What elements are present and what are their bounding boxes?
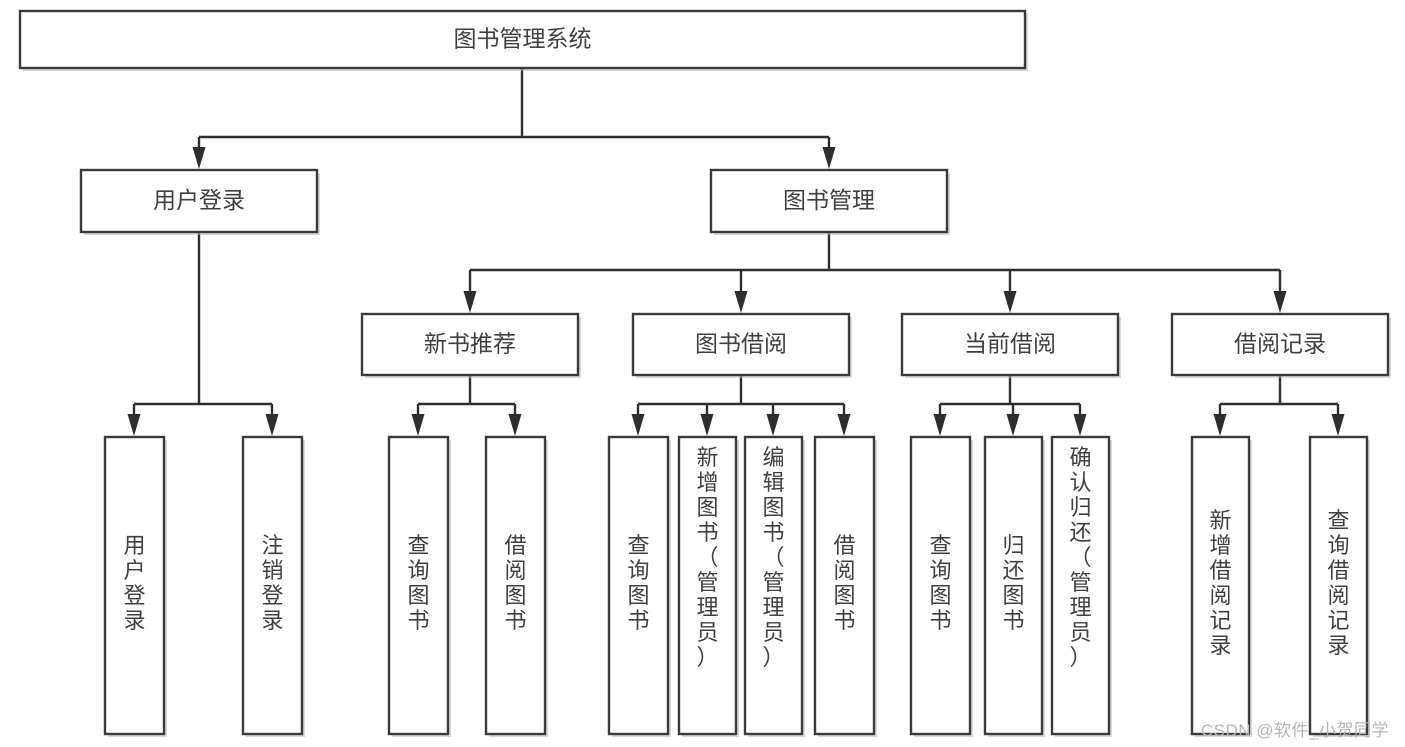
connector-record-to-leaves <box>1213 375 1345 436</box>
node-box[interactable] <box>709 168 949 234</box>
connector-level2-to-level3 <box>463 232 1287 313</box>
arrow-head-icon <box>1003 291 1017 313</box>
node-label: 查询借阅记录 <box>1327 508 1349 658</box>
arrow-head-icon <box>1273 291 1287 313</box>
node-label: 借阅图书 <box>833 533 855 633</box>
arrow-head-icon <box>1073 414 1087 436</box>
arrow-head-icon <box>1213 414 1227 436</box>
node-box[interactable] <box>18 9 1027 70</box>
connector-newbook-to-leaves <box>411 375 522 436</box>
node-leaf-图书借阅-借阅图书[interactable]: 借阅图书 <box>813 435 877 737</box>
csdn-watermark: CSDN @软件_小贺同学 <box>1200 721 1389 740</box>
node-leaf-当前借阅-确认归还（管理员）[interactable]: 确认归还（管理员） <box>1050 435 1112 737</box>
node-label: 新增借阅记录 <box>1209 508 1231 658</box>
node-l2-用户登录[interactable]: 用户登录 <box>79 168 320 235</box>
arrow-head-icon <box>463 291 477 313</box>
arrow-head-icon <box>734 291 748 313</box>
node-box[interactable] <box>983 435 1044 736</box>
node-label: 编辑图书（管理员） <box>762 445 784 670</box>
arrow-head-icon <box>933 414 947 436</box>
node-label: 图书借阅 <box>695 331 787 357</box>
arrow-head-icon <box>822 147 836 169</box>
node-label: 用户登录 <box>153 187 245 213</box>
node-l3-借阅记录[interactable]: 借阅记录 <box>1170 312 1391 378</box>
arrow-head-icon <box>192 147 206 169</box>
node-leaf-用户登录-用户登录[interactable]: 用户登录 <box>103 435 167 737</box>
node-box[interactable] <box>631 312 851 377</box>
node-l3-当前借阅[interactable]: 当前借阅 <box>900 312 1121 378</box>
node-leaf-当前借阅-归还图书[interactable]: 归还图书 <box>983 435 1045 737</box>
node-label: 查询图书 <box>627 533 649 633</box>
node-box[interactable] <box>1308 435 1369 736</box>
node-label: 新书推荐 <box>424 331 516 357</box>
node-label: 归还图书 <box>1002 533 1024 633</box>
node-l3-图书借阅[interactable]: 图书借阅 <box>631 312 852 378</box>
node-leaf-新书推荐-借阅图书[interactable]: 借阅图书 <box>484 435 548 737</box>
node-label: 查询图书 <box>929 533 951 633</box>
arrow-head-icon <box>631 414 645 436</box>
node-leaf-图书借阅-查询图书[interactable]: 查询图书 <box>607 435 671 737</box>
node-box[interactable] <box>813 435 876 736</box>
connector-current-to-leaves <box>933 375 1087 436</box>
node-leaf-图书借阅-新增图书（管理员）[interactable]: 新增图书（管理员） <box>677 435 739 737</box>
node-label: 当前借阅 <box>964 331 1056 357</box>
node-leaf-当前借阅-查询图书[interactable]: 查询图书 <box>909 435 973 737</box>
arrow-head-icon <box>837 414 851 436</box>
node-box[interactable] <box>677 435 738 736</box>
node-leaf-用户登录-注销登录[interactable]: 注销登录 <box>241 435 305 737</box>
node-label: 查询图书 <box>407 533 429 633</box>
node-leaf-借阅记录-查询借阅记录[interactable]: 查询借阅记录 <box>1308 435 1370 737</box>
node-leaf-借阅记录-新增借阅记录[interactable]: 新增借阅记录 <box>1190 435 1252 737</box>
arrow-head-icon <box>700 414 714 436</box>
node-box[interactable] <box>900 312 1120 377</box>
connector-root-to-level2 <box>192 68 836 169</box>
node-box[interactable] <box>1190 435 1251 736</box>
node-box[interactable] <box>79 168 319 234</box>
arrow-head-icon <box>411 414 425 436</box>
node-box[interactable] <box>607 435 670 736</box>
connector-layer <box>127 68 1345 436</box>
node-root-图书管理系统[interactable]: 图书管理系统 <box>18 9 1028 71</box>
node-box[interactable] <box>241 435 304 736</box>
node-label: 确认归还（管理员） <box>1069 445 1091 670</box>
node-l3-新书推荐[interactable]: 新书推荐 <box>360 312 581 378</box>
node-label: 图书管理系统 <box>454 26 592 52</box>
node-layer: 图书管理系统用户登录图书管理新书推荐图书借阅当前借阅借阅记录用户登录注销登录查询… <box>18 9 1391 737</box>
node-label: 注销登录 <box>261 533 283 633</box>
connector-login-to-leaves <box>127 232 279 436</box>
node-box[interactable] <box>484 435 547 736</box>
node-label: 借阅记录 <box>1234 331 1326 357</box>
node-label: 用户登录 <box>123 533 145 633</box>
node-box[interactable] <box>360 312 580 377</box>
arrow-head-icon <box>265 414 279 436</box>
node-label: 新增图书（管理员） <box>696 445 718 670</box>
node-box[interactable] <box>909 435 972 736</box>
arrow-head-icon <box>1006 414 1020 436</box>
node-leaf-图书借阅-编辑图书（管理员）[interactable]: 编辑图书（管理员） <box>743 435 805 737</box>
connector-borrow-to-leaves <box>631 375 851 436</box>
node-leaf-新书推荐-查询图书[interactable]: 查询图书 <box>387 435 451 737</box>
arrow-head-icon <box>766 414 780 436</box>
node-box[interactable] <box>743 435 804 736</box>
node-box[interactable] <box>103 435 166 736</box>
arrow-head-icon <box>127 414 141 436</box>
node-box[interactable] <box>1050 435 1111 736</box>
node-l2-图书管理[interactable]: 图书管理 <box>709 168 950 235</box>
node-label: 图书管理 <box>783 187 875 213</box>
arrow-head-icon <box>1331 414 1345 436</box>
arrow-head-icon <box>508 414 522 436</box>
node-box[interactable] <box>1170 312 1390 377</box>
node-box[interactable] <box>387 435 450 736</box>
node-label: 借阅图书 <box>504 533 526 633</box>
